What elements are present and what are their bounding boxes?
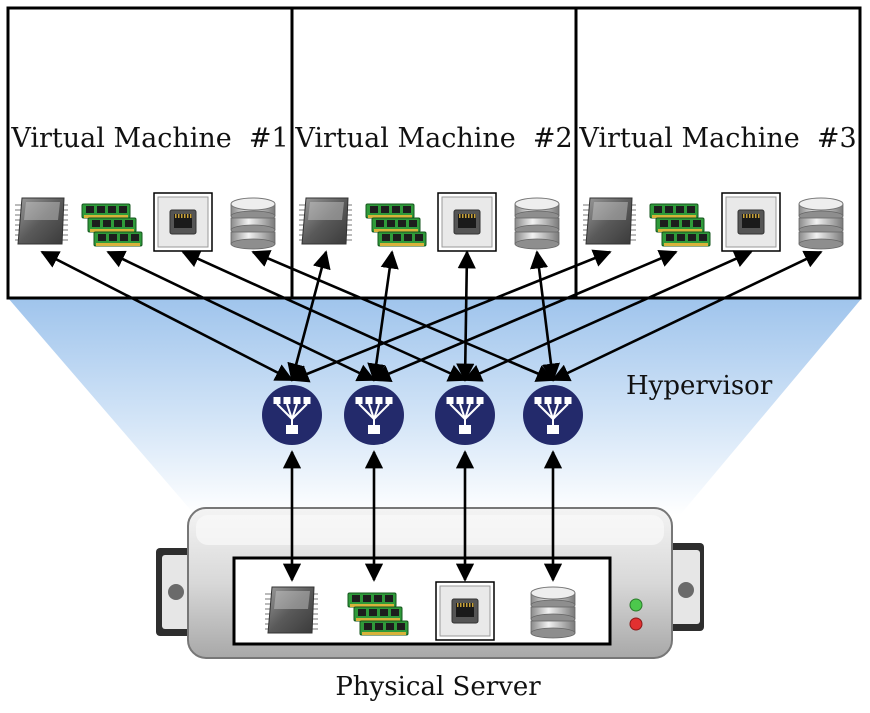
vm-box-3 <box>574 6 862 300</box>
cpu-icon <box>299 197 352 245</box>
physical-server <box>156 507 704 659</box>
vm-3-component-4-link <box>551 250 823 382</box>
vm-2-label: Virtual Machine #2 <box>294 123 572 154</box>
disk-icon <box>514 197 560 250</box>
ram-icon <box>649 203 711 247</box>
network-port-icon <box>721 192 781 252</box>
vm-1-label: Virtual Machine #1 <box>10 123 288 154</box>
ram-icon <box>347 592 409 636</box>
network-port-icon <box>435 581 495 641</box>
disk-icon <box>530 586 576 639</box>
physical-server-label: Physical Server <box>335 672 541 702</box>
distribution-switch-icon <box>262 385 322 445</box>
vm-box-1 <box>6 6 294 300</box>
disk-icon <box>798 197 844 250</box>
cpu-icon <box>15 197 68 245</box>
ram-icon <box>81 203 143 247</box>
cpu-icon <box>265 586 318 634</box>
vm-box-2 <box>290 6 578 300</box>
distribution-switch-icon <box>523 385 583 445</box>
distribution-switch-icon <box>435 385 495 445</box>
cpu-icon <box>583 197 636 245</box>
status-led-green <box>629 598 643 612</box>
vm-3-label: Virtual Machine #3 <box>578 123 856 154</box>
hypervisor-label: Hypervisor <box>626 371 773 401</box>
disk-icon <box>230 197 276 250</box>
distribution-switch-icon <box>344 385 404 445</box>
network-port-icon <box>437 192 497 252</box>
status-led-red <box>629 617 643 631</box>
ram-icon <box>365 203 427 247</box>
network-port-icon <box>153 192 213 252</box>
